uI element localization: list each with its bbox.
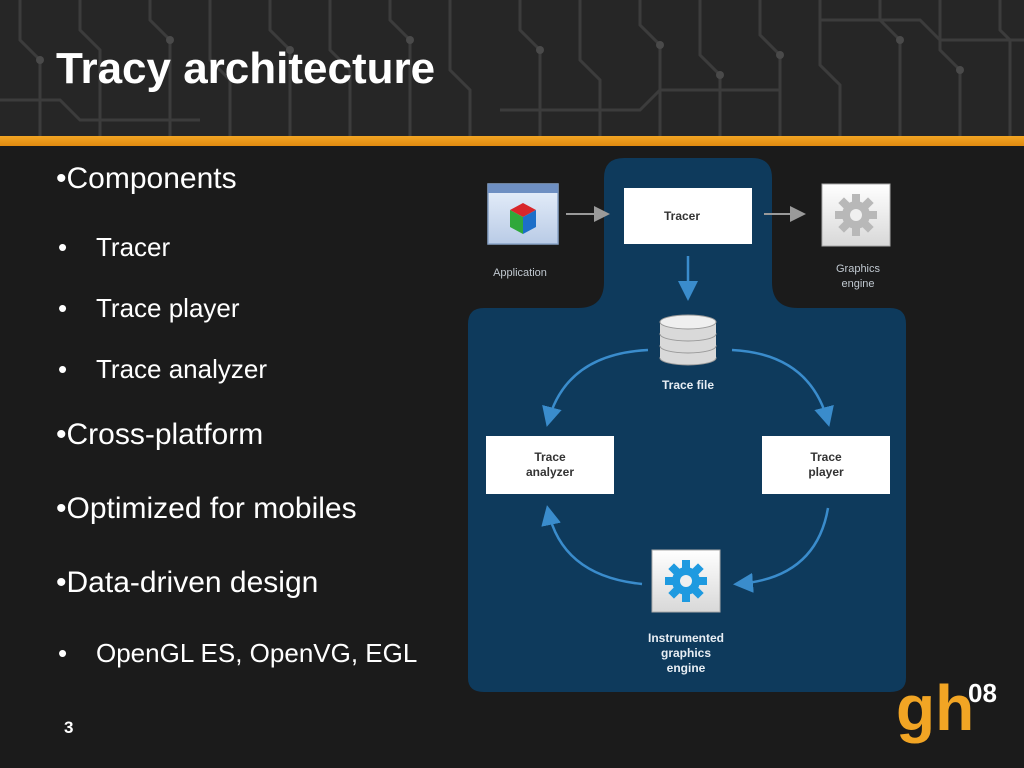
tracer-label: Tracer [664, 209, 700, 223]
graphics-engine-label-2: engine [841, 278, 874, 290]
graphics-engine-label-1: Graphics [836, 263, 881, 275]
bullet-dot: • [58, 293, 68, 323]
trace-analyzer-label-1: Trace [534, 450, 566, 464]
circuit-board-pattern [0, 0, 1024, 136]
bullet-tracer: • Tracer [58, 232, 170, 263]
gh08-logo: gh 08 [896, 672, 997, 744]
bullet-dot: • [58, 638, 68, 668]
logo-text-main: gh [896, 672, 974, 744]
arrow-player-to-engine [733, 507, 830, 593]
bullet-optimized: •Optimized for mobiles [56, 492, 357, 525]
arrow-file-to-player [731, 348, 834, 427]
trace-analyzer-label-2: analyzer [526, 465, 574, 479]
slide-title: Tracy architecture [56, 44, 436, 93]
bullet-data-driven: •Data-driven design [56, 566, 319, 599]
instrumented-label-1: Instrumented [648, 631, 724, 645]
architecture-diagram: Application Tracer [468, 158, 906, 692]
page-number: 3 [64, 718, 74, 737]
database-icon [659, 314, 717, 366]
instrumented-label-2: graphics [661, 646, 711, 660]
bullet-trace-analyzer: • Trace analyzer [58, 354, 267, 385]
slide-header: Tracy architecture [0, 0, 1024, 136]
slide-content: •Components • Tracer • Trace player • Trace… [0, 146, 1024, 768]
arrow-file-to-analyzer [542, 348, 649, 427]
gear-icon [821, 183, 891, 247]
diagram-panel [468, 158, 906, 692]
trace-file-label: Trace file [662, 378, 714, 392]
blue-gear-icon [651, 549, 721, 613]
arrow-engine-to-analyzer [541, 505, 643, 586]
trace-player-label-2: player [808, 465, 844, 479]
application-icon [487, 183, 559, 245]
bullet-text: Tracer [96, 232, 171, 262]
logo-text-sup: 08 [968, 678, 997, 708]
instrumented-label-3: engine [667, 661, 706, 675]
bullet-components: •Components [56, 162, 237, 195]
bullet-opengl: • OpenGL ES, OpenVG, EGL [58, 638, 417, 669]
bullet-text: Trace analyzer [96, 354, 267, 384]
bullet-dot: • [58, 232, 68, 262]
application-label: Application [493, 267, 547, 279]
bullet-cross-platform: •Cross-platform [56, 418, 264, 451]
bullet-trace-player: • Trace player [58, 293, 240, 324]
tracer-box [624, 188, 752, 244]
trace-player-box [762, 436, 890, 494]
bullet-text: OpenGL ES, OpenVG, EGL [96, 638, 418, 668]
trace-analyzer-box [486, 436, 614, 494]
bullet-dot: • [58, 354, 68, 384]
accent-bar [0, 136, 1024, 146]
bullet-text: Trace player [96, 293, 240, 323]
trace-player-label-1: Trace [810, 450, 842, 464]
